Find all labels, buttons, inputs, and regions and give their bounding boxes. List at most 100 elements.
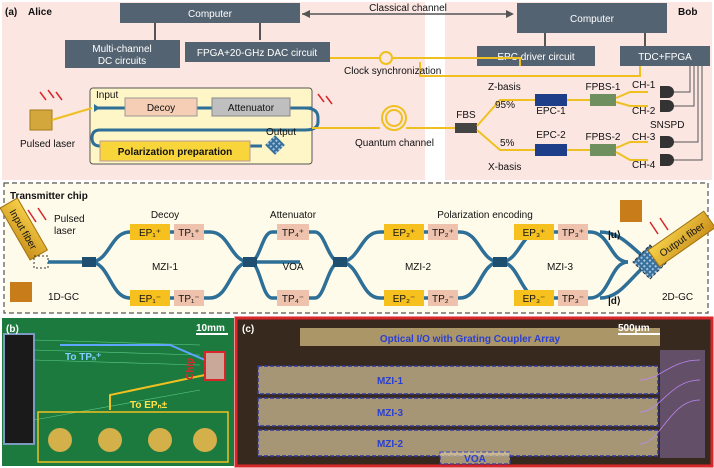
fpbs2-outputs [615, 141, 648, 161]
clock-fiber-right [392, 57, 521, 66]
ep1p-pad [130, 224, 170, 240]
chip-label: Chip [185, 358, 196, 380]
transmitter-title: Transmitter chip [10, 191, 88, 202]
attenuator-box [211, 97, 291, 117]
to-ep-line [109, 374, 206, 410]
quantum-channel-label: Quantum channel [355, 138, 434, 149]
output-gc-icon [265, 135, 285, 155]
tdc-fpga-box [620, 46, 710, 66]
bob-computer-label: Computer [570, 14, 615, 25]
alice-computer-label: Computer [188, 9, 233, 20]
alice-computer-box [120, 3, 300, 23]
pulsed-laser-label: Pulsed laser [20, 139, 76, 150]
mzi3-label: MZI-3 [547, 262, 574, 273]
optical-io-label: Optical I/O with Grating Coupler Array [380, 334, 561, 345]
epc2-label: EPC-2 [536, 130, 566, 141]
fpga-dac-label: FPGA+20-GHz DAC circuit [197, 48, 318, 59]
ep2p-label: EP₂⁺ [393, 228, 416, 239]
input-gc-icon [94, 104, 100, 112]
laser-pulse-arrows-icon [39, 89, 333, 105]
transmitter-decoy-label: Decoy [151, 210, 179, 221]
tp2m-pad [428, 290, 458, 306]
detector-to-tdc-wires [674, 66, 703, 161]
panel-c-scale-label: 500μm [618, 323, 650, 334]
pulsed-laser-icon [29, 109, 53, 131]
panel-b-scale-label: 10mm [196, 323, 225, 334]
panel-b-tag: (b) [6, 324, 19, 335]
panel-c-tag: (c) [242, 324, 254, 335]
voa-label: VOA [282, 262, 303, 273]
ch1-label: CH-1 [632, 80, 656, 91]
quantum-fiber-coil-inner [385, 109, 403, 127]
polarization-prep-label: Polarization preparation [118, 147, 232, 158]
epc-driver-label: EPC driver circuit [497, 52, 574, 63]
pct95-label: 95% [495, 100, 515, 111]
pcb-traces [33, 339, 201, 421]
die-structures [257, 350, 705, 465]
pct5-label: 5% [500, 138, 515, 149]
ep3p-pad [514, 224, 554, 240]
multi-dc-label-2: DC circuits [98, 56, 146, 67]
tp4m-pad [277, 290, 309, 306]
input-label: Input [96, 90, 118, 101]
ep3p-label: EP₃⁺ [523, 228, 546, 239]
ch4-label: CH-4 [632, 160, 656, 171]
bob-label: Bob [678, 7, 697, 18]
to-ep-label: To EPₙ± [130, 400, 168, 411]
chip-waveguide-loop [90, 106, 320, 148]
tp1m-pad [174, 290, 204, 306]
decoy-label: Decoy [147, 103, 175, 114]
fpga-dac-box [185, 42, 330, 62]
tp4p-label: TP₄⁺ [282, 228, 304, 239]
epc1-label: EPC-1 [536, 106, 566, 117]
coupler-3 [333, 257, 347, 267]
panel-c: (c) 500μm Optical I/O with Grating Coupl… [234, 316, 714, 468]
gc2d-photo-icon [620, 200, 642, 222]
classical-channel-label: Classical channel [369, 3, 447, 14]
snspd-label: SNSPD [650, 120, 684, 131]
tp3m-pad [558, 290, 588, 306]
coupler-2 [243, 257, 257, 267]
ch3-label: CH-3 [632, 132, 656, 143]
multi-dc-label-1: Multi-channel [92, 44, 151, 55]
panel-a-tag: (a) [5, 7, 17, 18]
ep3m-label: EP₃⁻ [523, 294, 546, 305]
to-tp-label: To TPₙ⁺ [65, 352, 101, 363]
fpbs2-box [590, 144, 616, 156]
epc-driver-box [477, 46, 595, 66]
transmitter-chip-panel: Transmitter chip Input fiber Pulsed lase… [0, 182, 714, 314]
x-basis-label: X-basis [488, 162, 521, 173]
electrode-pads: EP₁⁺ TP₁⁺ EP₁⁻ TP₁⁻ TP₄⁺ TP₄⁻ EP₂⁺ TP₂⁺ … [130, 224, 588, 306]
fbs-box [455, 123, 477, 133]
snspd-detector-icons [660, 86, 674, 166]
pcb-connector [3, 333, 35, 445]
classical-arrow-left-icon [302, 10, 310, 18]
alice-label: Alice [28, 7, 52, 18]
transmitter-chip-frame [3, 182, 709, 314]
transmitter-polarization-encoding-label: Polarization encoding [437, 210, 533, 221]
tp3p-label: TP₃⁺ [562, 228, 584, 239]
coupler-4 [493, 257, 507, 267]
fpbs2-label: FPBS-2 [585, 132, 620, 143]
clock-sync-label: Clock synchronization [344, 66, 441, 77]
die-mzi1-label: MZI-1 [377, 376, 404, 387]
fpbs1-outputs [615, 91, 648, 107]
output-pulse-icon [649, 217, 669, 235]
tp4p-pad [277, 224, 309, 240]
sma-connector-region [37, 411, 229, 463]
output-label: Output [266, 127, 296, 138]
coupler-1 [82, 257, 96, 267]
ep2p-pad [384, 224, 424, 240]
transmitter-attenuator-label: Attenuator [270, 210, 317, 221]
ep3m-pad [514, 290, 554, 306]
fpbs1-label: FPBS-1 [585, 82, 620, 93]
tp2p-pad [428, 224, 458, 240]
ep1m-label: EP₁⁻ [139, 294, 161, 305]
fpbs1-box [590, 94, 616, 106]
gc1d-label: 1D-GC [48, 292, 79, 303]
ep1m-pad [130, 290, 170, 306]
z-basis-label: Z-basis [488, 82, 521, 93]
die-voa-label: VOA [464, 454, 486, 465]
ket-d-label: |d⟩ [608, 296, 621, 307]
